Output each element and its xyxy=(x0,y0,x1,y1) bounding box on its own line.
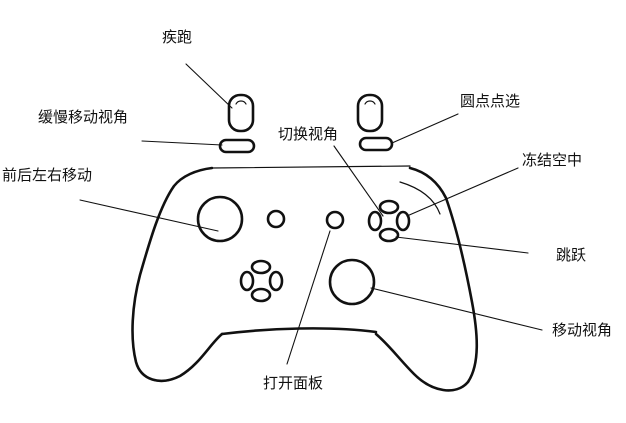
face-button-left xyxy=(367,210,383,232)
label-slow-view: 缓慢移动视角 xyxy=(38,108,128,126)
controller-outline-right xyxy=(374,166,479,392)
dpad-right xyxy=(268,270,284,292)
view-button xyxy=(266,209,286,229)
dpad-left xyxy=(239,270,255,292)
label-sprint: 疾跑 xyxy=(162,28,192,46)
leader-switch-view xyxy=(333,145,384,217)
left-bumper xyxy=(218,138,256,154)
menu-button xyxy=(325,210,345,230)
controller-bottom-edge xyxy=(220,327,378,336)
left-stick xyxy=(196,195,244,243)
label-move-view: 移动视角 xyxy=(552,321,612,339)
right-trigger xyxy=(356,93,384,133)
controller-top-edge xyxy=(211,165,411,169)
label-jump: 跳跃 xyxy=(556,246,586,264)
label-freeze-air: 冻结空中 xyxy=(522,151,582,169)
leader-open-panel xyxy=(286,230,331,365)
right-stick xyxy=(328,258,376,306)
label-open-panel: 打开面板 xyxy=(263,374,323,392)
right-bumper xyxy=(358,136,394,152)
label-move: 前后左右移动 xyxy=(2,166,92,184)
dpad-up xyxy=(250,259,272,275)
dpad xyxy=(239,259,284,303)
leader-move xyxy=(79,199,219,232)
controller-outline-left xyxy=(131,166,224,383)
leader-dot-select xyxy=(391,113,459,144)
face-buttons xyxy=(367,199,411,243)
face-button-bottom xyxy=(378,227,400,243)
face-button-right xyxy=(395,210,411,232)
label-switch-view: 切换视角 xyxy=(278,125,338,143)
controller-body xyxy=(131,165,479,392)
leader-sprint xyxy=(185,63,233,109)
leader-freeze-air xyxy=(406,167,519,217)
leader-move-view xyxy=(370,287,543,331)
left-trigger xyxy=(227,93,255,133)
label-dot-select: 圆点点选 xyxy=(460,92,520,110)
face-button-top xyxy=(378,199,400,215)
leader-slow-view xyxy=(141,140,223,146)
leader-jump xyxy=(395,236,529,254)
controller-shoulder-arc xyxy=(399,181,441,215)
dpad-down xyxy=(250,287,272,303)
